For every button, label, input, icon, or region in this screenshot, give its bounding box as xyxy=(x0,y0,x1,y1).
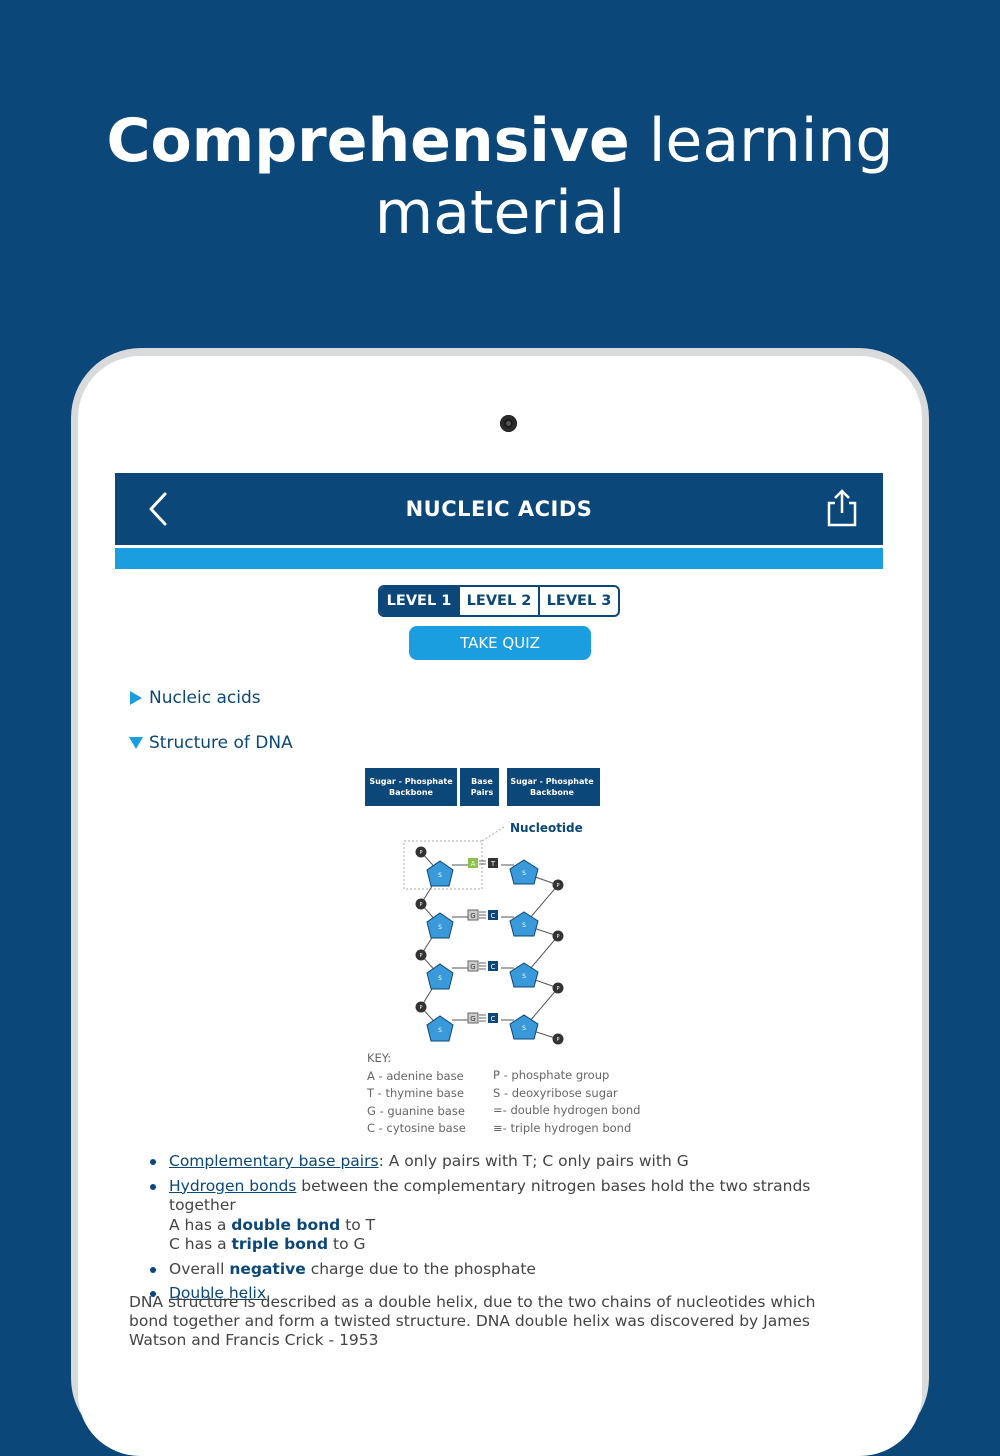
headline-line2: material xyxy=(374,178,626,248)
diagram-key-right: P - phosphate group S - deoxyribose suga… xyxy=(493,1067,640,1137)
header-box-backbone-left xyxy=(365,768,457,806)
svg-text:P: P xyxy=(419,850,422,856)
share-button[interactable] xyxy=(825,488,859,528)
share-icon xyxy=(827,489,857,527)
key-item: P - phosphate group xyxy=(493,1068,610,1082)
svg-text:G: G xyxy=(470,912,475,920)
list-item: Overall negative charge due to the phosp… xyxy=(150,1260,870,1280)
key-item-triple-bond: ≡- triple hydrogen bond xyxy=(493,1120,632,1135)
double-bond-icon: = xyxy=(493,1103,503,1117)
key-item: T - thymine base xyxy=(367,1086,464,1100)
section-structure-of-dna[interactable]: Structure of DNA xyxy=(129,733,293,753)
take-quiz-button[interactable]: TAKE QUIZ xyxy=(409,626,591,660)
triangle-down-icon xyxy=(129,737,143,749)
link-double-helix[interactable]: Double helix xyxy=(169,1284,266,1302)
accent-strip xyxy=(115,548,883,569)
triple-bond-icon: ≡ xyxy=(493,1120,503,1135)
header-box-backbone-right xyxy=(507,768,600,806)
svg-text:T: T xyxy=(490,860,496,868)
level-selector: LEVEL 1 LEVEL 2 LEVEL 3 xyxy=(378,585,620,617)
svg-text:P: P xyxy=(556,1037,559,1043)
left-sugar-3: S xyxy=(426,963,454,990)
camera-icon xyxy=(500,415,517,432)
tab-level-3[interactable]: LEVEL 3 xyxy=(538,587,618,615)
svg-text:S: S xyxy=(522,922,526,929)
headline-bold: Comprehensive xyxy=(106,106,630,176)
section-nucleic-acids[interactable]: Nucleic acids xyxy=(129,688,261,708)
list-item: Double helix xyxy=(150,1284,870,1304)
base-pair-1: A T xyxy=(468,858,498,868)
svg-text:P: P xyxy=(419,902,422,908)
key-title: KEY: xyxy=(367,1051,392,1065)
right-sugar-3: S xyxy=(509,962,539,988)
base-pair-4: G C xyxy=(467,1012,498,1024)
left-sugar-4: S xyxy=(426,1015,454,1042)
diagram-key-left: KEY: A - adenine base T - thymine base G… xyxy=(367,1050,466,1138)
svg-text:C: C xyxy=(491,1015,496,1023)
app-bar: NUCLEIC ACIDS xyxy=(115,473,883,545)
list-item: Complementary base pairs: A only pairs w… xyxy=(150,1152,870,1172)
svg-text:S: S xyxy=(522,870,526,877)
key-item: S - deoxyribose sugar xyxy=(493,1085,618,1100)
key-item-double-bond: =- double hydrogen bond xyxy=(493,1103,641,1117)
right-sugar-4: S xyxy=(509,1014,539,1040)
phosphates: P P P P P P P P xyxy=(415,846,564,1045)
link-hydrogen-bonds[interactable]: Hydrogen bonds xyxy=(169,1176,297,1195)
nucleotide-pointer xyxy=(481,826,505,842)
svg-text:G: G xyxy=(470,963,475,971)
header-mid-line2: Pairs xyxy=(471,788,494,797)
svg-text:S: S xyxy=(522,1025,526,1032)
header-left-line1: Sugar - Phosphate xyxy=(369,777,453,786)
header-left-line2: Backbone xyxy=(389,788,433,797)
nucleotide-box xyxy=(403,840,483,890)
svg-text:P: P xyxy=(419,1005,422,1011)
key-item: G - guanine base xyxy=(367,1103,465,1118)
svg-text:A: A xyxy=(471,860,476,868)
list-item: Hydrogen bonds between the complementary… xyxy=(150,1177,870,1255)
left-sugar-2: S xyxy=(426,912,454,939)
svg-text:S: S xyxy=(438,924,442,931)
left-sugar-1: S xyxy=(426,860,454,887)
svg-text:P: P xyxy=(556,934,559,940)
svg-text:S: S xyxy=(438,1027,442,1034)
nucleotide-label: Nucleotide xyxy=(510,821,583,835)
svg-text:C: C xyxy=(491,963,496,971)
dna-structure-diagram: Sugar - Phosphate Backbone Base Pairs Su… xyxy=(364,765,644,1140)
page-title: NUCLEIC ACIDS xyxy=(405,497,593,521)
svg-text:S: S xyxy=(522,973,526,980)
svg-text:S: S xyxy=(438,975,442,982)
back-button[interactable] xyxy=(145,491,175,527)
svg-text:P: P xyxy=(556,986,559,992)
header-mid-line1: Base xyxy=(471,777,493,786)
svg-text:C: C xyxy=(491,912,496,920)
svg-text:P: P xyxy=(556,883,559,889)
section-label: Structure of DNA xyxy=(149,733,293,753)
svg-text:S: S xyxy=(438,872,442,879)
headline-rest: learning xyxy=(629,106,894,176)
key-item: C - cytosine base xyxy=(367,1121,466,1135)
right-sugar-1: S xyxy=(509,859,539,885)
base-pair-2: G C xyxy=(467,909,498,921)
right-sugar-2: S xyxy=(509,911,539,937)
chevron-left-icon xyxy=(149,492,167,526)
tab-level-2[interactable]: LEVEL 2 xyxy=(458,587,538,615)
header-right-line1: Sugar - Phosphate xyxy=(510,777,594,786)
tab-level-1[interactable]: LEVEL 1 xyxy=(380,587,458,615)
triangle-right-icon xyxy=(130,691,142,705)
headline: Comprehensive learning material xyxy=(0,105,1000,249)
link-complementary-base-pairs[interactable]: Complementary base pairs xyxy=(169,1152,379,1170)
svg-text:P: P xyxy=(419,953,422,959)
header-right-line2: Backbone xyxy=(530,788,574,797)
key-item: A - adenine base xyxy=(367,1068,464,1083)
base-pair-3: G C xyxy=(467,960,498,972)
section-label: Nucleic acids xyxy=(149,688,261,708)
key-points-list: Complementary base pairs: A only pairs w… xyxy=(150,1152,870,1309)
dna-diagram-svg: Sugar - Phosphate Backbone Base Pairs Su… xyxy=(365,768,600,1045)
header-box-base-pairs xyxy=(460,768,499,806)
body-paragraph: DNA structure is described as a double h… xyxy=(129,1293,816,1349)
svg-text:G: G xyxy=(470,1015,475,1023)
